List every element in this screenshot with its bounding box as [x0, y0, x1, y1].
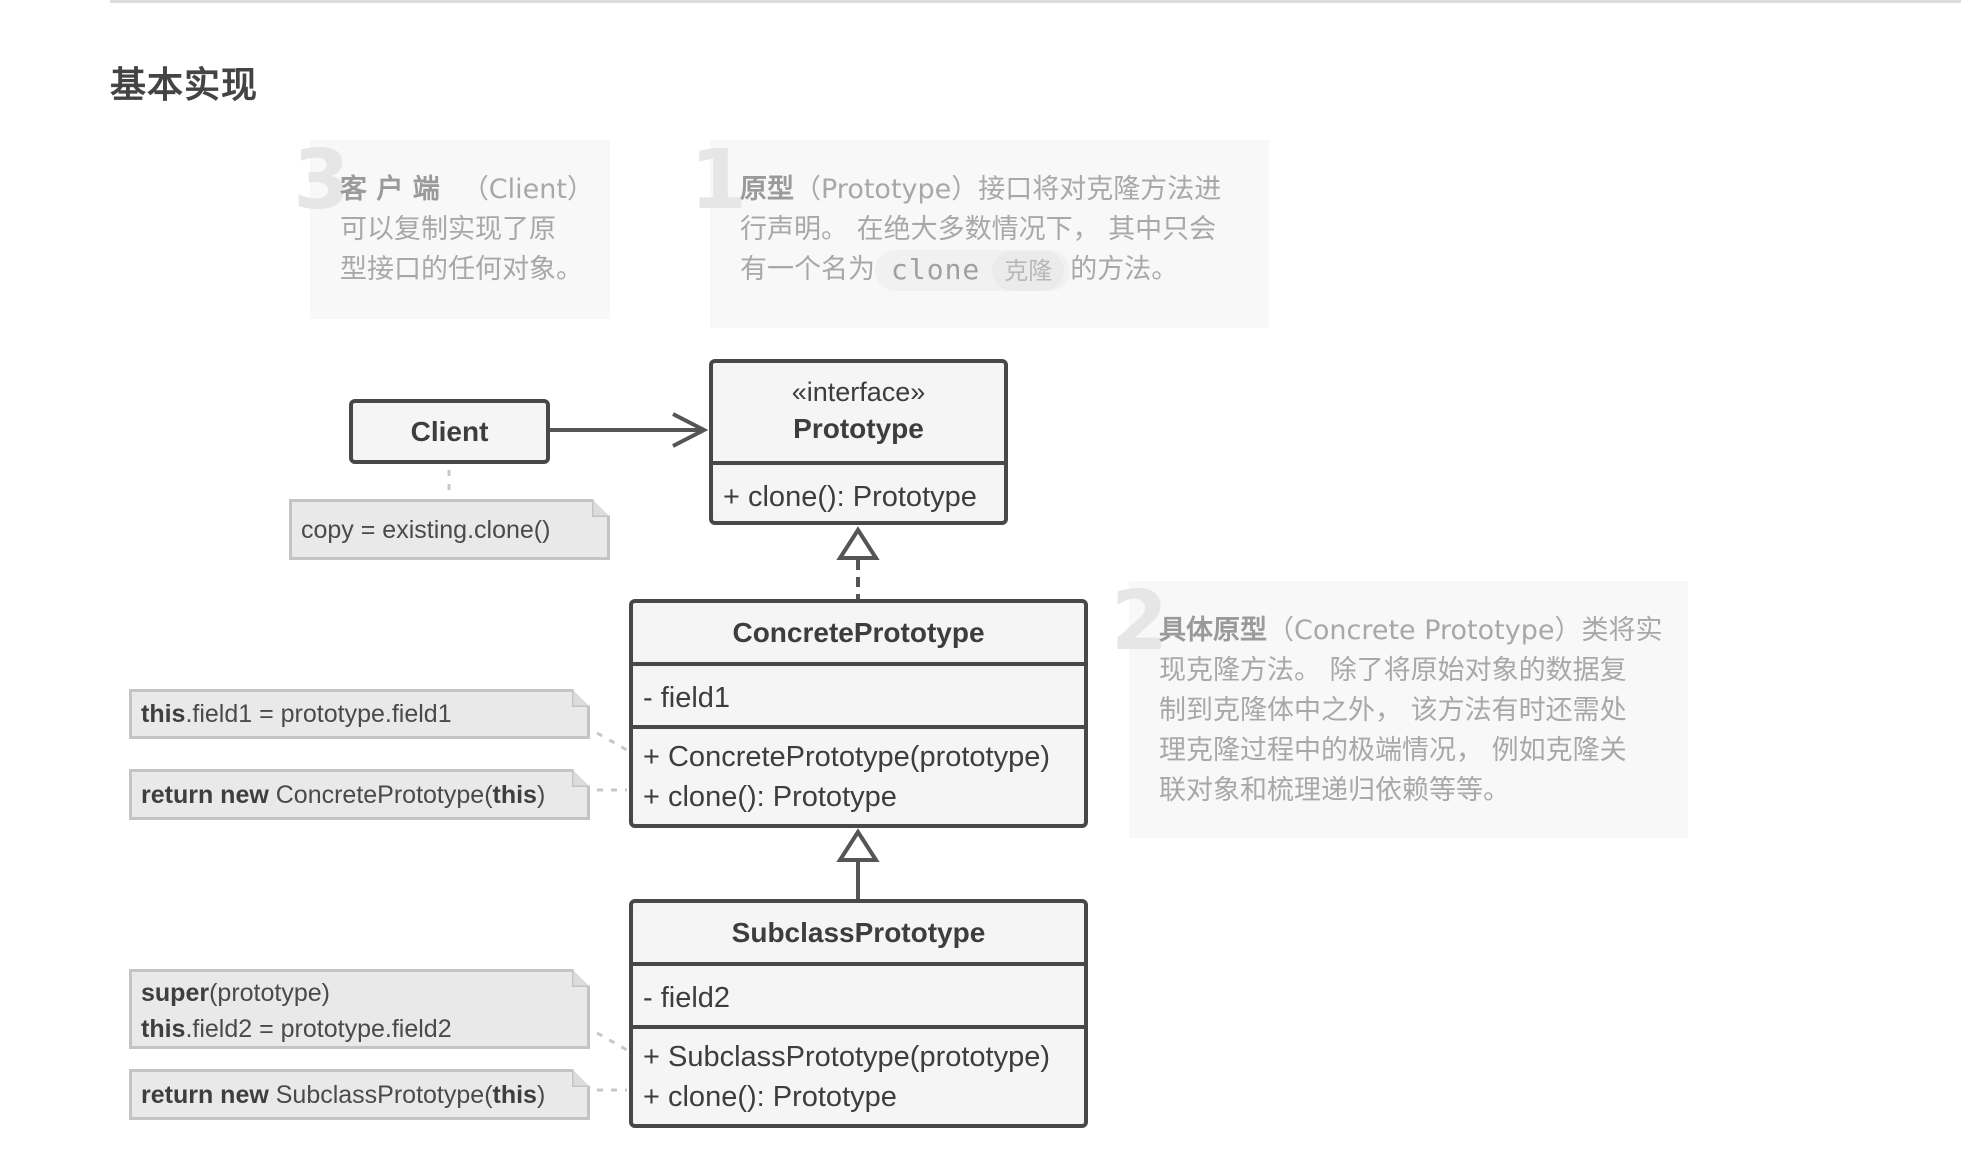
note-fold-icon: [572, 689, 590, 707]
note-fold-icon: [572, 769, 590, 787]
note-client: copy = existing.clone(): [289, 499, 610, 560]
note-text: SubclassPrototype(: [268, 1081, 493, 1109]
note-text: ConcretePrototype(: [268, 781, 493, 809]
top-divider: [110, 0, 1961, 3]
callout-line: 型接口的任何对象。: [340, 254, 583, 285]
method: + clone(): Prototype: [643, 1081, 897, 1113]
uml-class-client: Client: [349, 399, 550, 464]
callout-body: 原型（Prototype）接口将对克隆方法进 行声明。 在绝大多数情况下， 其中…: [740, 170, 1260, 291]
keyword: return new: [141, 781, 269, 809]
note-subclass-clone: return new SubclassPrototype(this): [129, 1069, 590, 1120]
callout-term: 原型: [740, 174, 794, 205]
callout-line: 联对象和梳理递归依赖等等。: [1159, 775, 1510, 806]
callout-concrete-prototype: 2 具体原型（Concrete Prototype）类将实 现克隆方法。 除了将…: [1111, 581, 1688, 838]
callout-number: 1: [690, 133, 748, 228]
hollow-triangle-arrowhead: [836, 526, 880, 560]
callout-line: 理克隆过程中的极端情况， 例如克隆关: [1159, 735, 1627, 766]
field: - field2: [643, 982, 731, 1014]
keyword: super: [141, 979, 210, 1007]
class-header: «interface» Prototype: [713, 363, 1004, 465]
note-link: [596, 731, 628, 752]
callout-body: 客 户 端 （Client） 可以复制实现了原 型接口的任何对象。: [340, 170, 610, 290]
uml-interface-prototype: «interface» Prototype + clone(): Prototy…: [709, 359, 1008, 525]
class-name: ConcretePrototype: [732, 617, 985, 648]
class-name: Prototype: [793, 413, 924, 444]
section-title: 基本实现: [110, 65, 259, 106]
note-text: .field1 = prototype.field1: [185, 700, 452, 728]
note-text: copy = existing.clone(): [301, 516, 551, 544]
callout-client: 3 客 户 端（Client） 可以复制实现了原 型接口的任何对象。: [293, 140, 610, 319]
class-fields: - field2: [633, 962, 1084, 1029]
method: + SubclassPrototype(prototype): [643, 1041, 1051, 1073]
code-term-translation: 克隆: [992, 251, 1065, 291]
callout-number: 3: [293, 133, 351, 228]
code-term: clone: [891, 253, 981, 286]
uml-class-concrete-prototype: ConcretePrototype - field1 + ConcretePro…: [629, 599, 1088, 828]
class-fields: - field1: [633, 662, 1084, 729]
class-name: Client: [410, 416, 489, 447]
callout-prototype: 1 原型（Prototype）接口将对克隆方法进 行声明。 在绝大多数情况下， …: [690, 140, 1269, 328]
open-arrowhead: [672, 412, 709, 448]
method: + clone(): Prototype: [723, 481, 977, 513]
callout-number: 2: [1111, 574, 1169, 669]
callout-line: 有一个名为: [740, 254, 875, 285]
note-fold-icon: [592, 499, 610, 517]
class-name: SubclassPrototype: [731, 917, 986, 948]
callout-body: 具体原型（Concrete Prototype）类将实 现克隆方法。 除了将原始…: [1159, 611, 1679, 811]
callout-line: 类将实: [1581, 615, 1663, 646]
keyword: this: [492, 1081, 537, 1109]
callout-term-en: （Client）: [461, 174, 594, 205]
hollow-triangle-arrowhead: [836, 828, 880, 862]
callout-line: 的方法。: [1070, 254, 1179, 285]
code-term-chip: clone 克隆: [875, 250, 1071, 291]
uml-class-subclass-prototype: SubclassPrototype - field2 + SubclassPro…: [629, 899, 1088, 1128]
note-text: (prototype): [209, 979, 330, 1007]
note-text: .field2 = prototype.field2: [185, 1015, 452, 1043]
callout-line: 行声明。 在绝大多数情况下， 其中只会: [740, 214, 1217, 245]
callout-term-en: （Prototype）: [794, 174, 979, 205]
callout-line: 现克隆方法。 除了将原始对象的数据复: [1159, 655, 1627, 686]
callout-term-en: （Concrete Prototype）: [1267, 615, 1582, 646]
note-fold-icon: [572, 969, 590, 987]
class-methods: + ConcretePrototype(prototype) + clone()…: [633, 725, 1084, 824]
note-subclass-constructor: super(prototype) this.field2 = prototype…: [129, 969, 590, 1049]
callout-line: 接口将对克隆方法进: [978, 174, 1222, 205]
note-text: ): [536, 1081, 546, 1109]
stereotype: «interface»: [791, 377, 926, 407]
note-link: [596, 1031, 628, 1052]
callout-term: 具体原型: [1159, 615, 1267, 646]
class-methods: + SubclassPrototype(prototype) + clone()…: [633, 1025, 1084, 1124]
keyword: return new: [141, 1081, 269, 1109]
keyword: this: [492, 781, 537, 809]
callout-term: 客 户 端: [340, 174, 440, 205]
field: - field1: [643, 682, 731, 714]
callout-line: 制到克隆体中之外， 该方法有时还需处: [1159, 695, 1627, 726]
note-concrete-clone: return new ConcretePrototype(this): [129, 769, 590, 820]
keyword: this: [141, 700, 186, 728]
note-concrete-constructor: this.field1 = prototype.field1: [129, 689, 590, 739]
callout-line: 可以复制实现了原: [340, 214, 556, 245]
keyword: this: [141, 1015, 186, 1043]
note-text: ): [536, 781, 546, 809]
method: + ConcretePrototype(prototype): [643, 741, 1051, 773]
note-fold-icon: [572, 1069, 590, 1087]
class-methods: + clone(): Prototype: [713, 461, 1004, 521]
method: + clone(): Prototype: [643, 781, 897, 813]
